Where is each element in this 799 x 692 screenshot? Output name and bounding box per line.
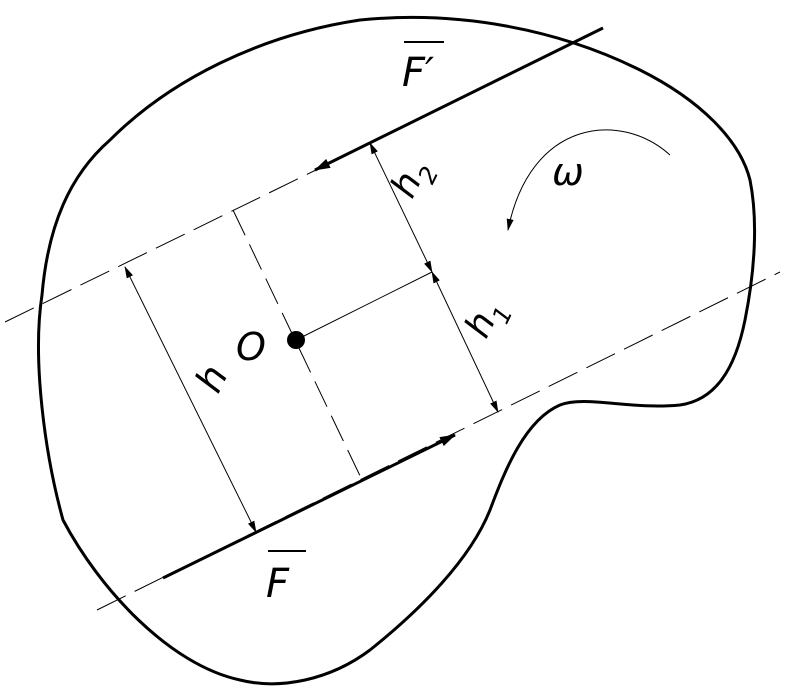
label-omega: ω [552,150,584,194]
label-f: F [266,550,306,607]
center-parallel-line [295,271,433,341]
center-perpendicular-dashed [232,209,363,481]
omega-rotation-arrow [506,129,671,231]
upper-line-of-action [4,167,321,323]
dimension-h [124,266,257,533]
rigid-body-outline [37,15,757,686]
dimension-h1 [431,271,499,413]
dimension-h2 [369,142,433,273]
force-f-prime-vector [314,26,604,172]
label-h: h [187,358,237,399]
svg-text:F′: F′ [402,50,434,96]
force-f-vector [162,433,456,580]
svg-text:F: F [266,561,290,607]
label-o: O [236,325,266,369]
label-f-prime: F′ [402,41,444,96]
center-point-o [287,331,305,349]
label-h2: h 2 [383,162,444,204]
label-h1: h 1 [457,302,518,344]
